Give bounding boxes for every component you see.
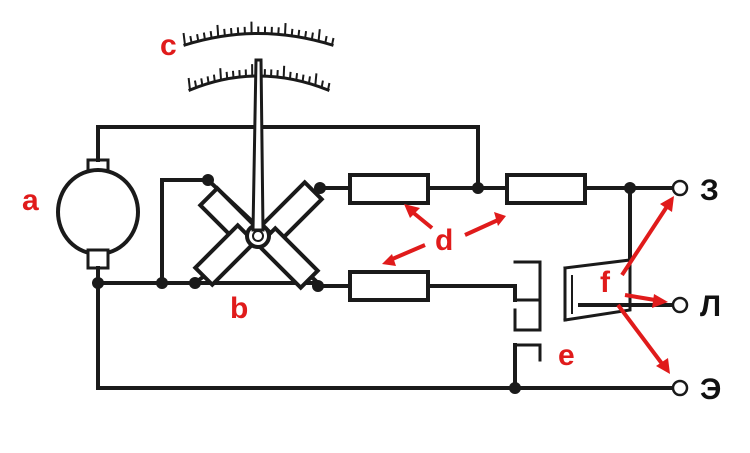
meter-scale (182, 21, 335, 92)
label-a: a (22, 184, 39, 217)
label-f: f (600, 266, 611, 299)
scale-ticks-bottom (187, 64, 331, 91)
scale-tick (301, 74, 305, 82)
scale-tick (187, 77, 191, 91)
label-d: d (435, 224, 453, 257)
terminal-label-l: Л (700, 290, 721, 323)
junction-nodes (92, 174, 636, 394)
terminal-l (671, 296, 689, 314)
scale-tick (284, 22, 287, 36)
scale-tick (288, 71, 292, 79)
ratiometer-coils (192, 177, 325, 291)
scale-tick (225, 71, 229, 79)
scale-tick (193, 80, 198, 88)
meter-pointer (251, 58, 265, 232)
terminals (671, 179, 689, 397)
range-switch (513, 258, 632, 362)
terminal-z (671, 179, 689, 197)
scale-tick (310, 32, 314, 40)
scale-ticks-top (182, 21, 335, 46)
terminal-e (671, 379, 689, 397)
scale-tick (317, 29, 321, 42)
annotation-arrows (382, 196, 674, 374)
terminal-label-e: Э (700, 373, 721, 406)
scale-tick (320, 80, 324, 88)
scale-tick (290, 28, 294, 36)
scale-tick (182, 32, 186, 46)
scale-tick (314, 73, 318, 86)
resistor-1 (348, 173, 430, 205)
terminal-label-z: З (700, 174, 719, 207)
scale-tick (216, 24, 220, 37)
scale-tick (331, 37, 335, 46)
scale-tick (307, 76, 311, 84)
scale-tick (230, 27, 233, 36)
scale-tick (196, 34, 200, 42)
scale-tick (324, 35, 328, 44)
scale-tick (212, 74, 216, 82)
scale-tick (219, 68, 223, 81)
scale-tick (206, 76, 210, 84)
scale-tick (200, 78, 204, 86)
label-b: b (230, 292, 248, 325)
scale-tick (189, 35, 193, 44)
resistor-2 (505, 173, 587, 205)
resistor-3 (348, 270, 430, 302)
scale-tick (209, 31, 213, 39)
resistors (348, 173, 587, 302)
generator (56, 158, 140, 270)
scale-tick (282, 65, 286, 78)
label-e: e (558, 339, 575, 372)
scale-tick (295, 73, 299, 81)
scale-tick (223, 28, 226, 36)
scale-tick (297, 29, 301, 38)
scale-tick (304, 31, 308, 39)
label-c: c (160, 29, 177, 62)
scale-tick (327, 82, 331, 91)
scale-tick (202, 32, 206, 40)
